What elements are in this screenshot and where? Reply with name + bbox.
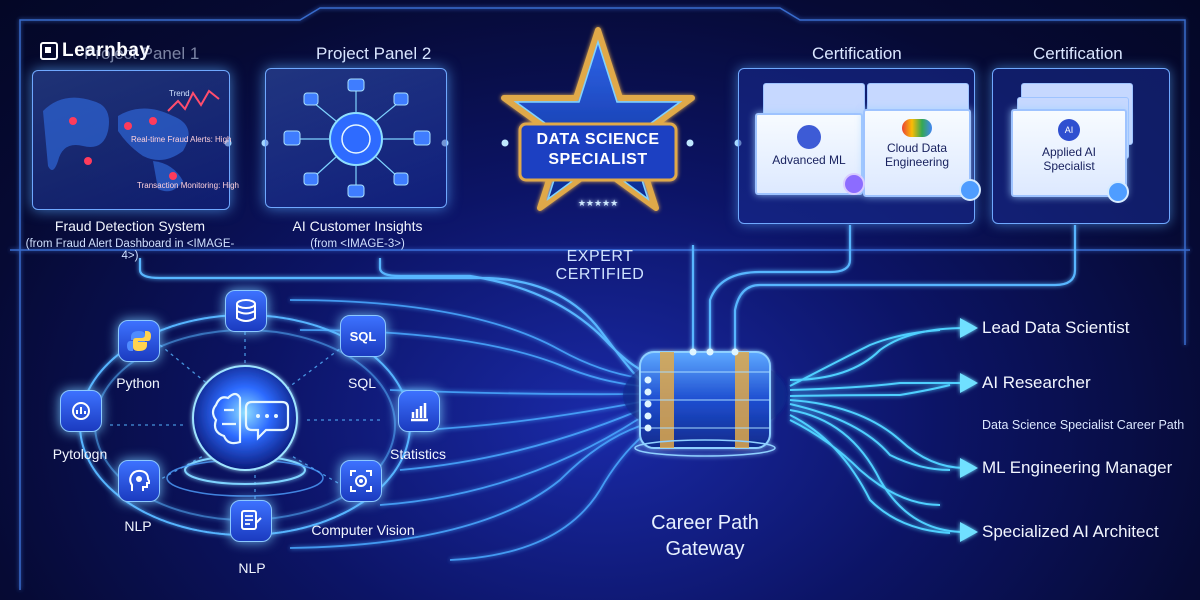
- svg-text:★★★★★: ★★★★★: [578, 199, 618, 209]
- specialist-badge-title: DATA SCIENCE SPECIALIST: [536, 131, 660, 168]
- project-2-caption: AI Customer Insights: [292, 218, 423, 234]
- project-panel-1[interactable]: Trend Real-time Fraud Alerts: High Trans…: [32, 70, 239, 210]
- skill-nlp-bottom-label: NLP: [238, 560, 266, 576]
- brand-logo: Learnbay: [40, 40, 150, 62]
- career-ml-engineering-manager[interactable]: ML Engineering Manager: [982, 458, 1173, 477]
- gear-chart-icon[interactable]: [60, 390, 102, 432]
- transaction-monitoring-label: Transaction Monitoring: High: [137, 181, 239, 190]
- statistics-icon[interactable]: [398, 390, 440, 432]
- ai-network-graphic: [283, 78, 431, 198]
- ribbon-seal-icon: [843, 173, 865, 195]
- trend-label: Trend: [169, 89, 190, 98]
- ribbon-seal-icon: [1107, 181, 1129, 203]
- career-path-label: Data Science Specialist Career Path: [982, 418, 1185, 432]
- project-2-source: (from <IMAGE-3>): [310, 238, 405, 250]
- logo-mark-icon: [40, 42, 58, 60]
- ribbon-seal-icon: [959, 179, 981, 201]
- cloud-icon: [902, 119, 932, 137]
- world-map-chart: [43, 89, 220, 192]
- certification-group-1: Advanced ML Cloud Data Engineering: [738, 68, 981, 224]
- skill-pytologn-label: Pytologn: [52, 446, 108, 462]
- skill-python-label: Python: [116, 375, 160, 391]
- nlp-document-icon[interactable]: [230, 500, 272, 542]
- project-1-caption: Fraud Detection System: [54, 218, 206, 234]
- expert-certified-label: EXPERT CERTIFIED: [555, 248, 645, 283]
- career-specialized-ai-architect[interactable]: Specialized AI Architect: [982, 522, 1159, 541]
- python-icon[interactable]: [118, 320, 160, 362]
- cert-applied-ai-specialist[interactable]: AI Applied AI Specialist: [1011, 109, 1127, 197]
- certification-group-2: AI Applied AI Specialist: [992, 68, 1170, 224]
- neural-network-icon: [797, 125, 821, 149]
- certification-2-title: Certification: [1033, 44, 1123, 63]
- project-panel-1-title: Project Panel 1: [84, 44, 200, 63]
- computer-vision-icon[interactable]: [340, 460, 382, 502]
- sql-icon[interactable]: SQL: [340, 315, 386, 357]
- specialist-star-badge: ★★★★★: [501, 27, 695, 211]
- ai-chip-icon: AI: [1058, 119, 1080, 141]
- career-ai-researcher[interactable]: AI Researcher: [982, 373, 1091, 392]
- skill-nlp-label: NLP: [124, 518, 152, 534]
- ai-core-icon: [166, 365, 324, 497]
- nlp-head-icon[interactable]: [118, 460, 160, 502]
- cert-cloud-data-engineering[interactable]: Cloud Data Engineering: [863, 109, 971, 197]
- skill-sql-label: SQL: [347, 375, 376, 391]
- fraud-alerts-label: Real-time Fraud Alerts: High: [131, 135, 232, 144]
- career-gateway-icon: [623, 348, 787, 457]
- career-path-gateway-label: Career Path Gateway: [651, 512, 759, 560]
- project-panel-2-title: Project Panel 2: [316, 44, 432, 63]
- database-icon[interactable]: [225, 290, 267, 332]
- certification-1-title: Certification: [812, 44, 902, 63]
- career-lead-data-scientist[interactable]: Lead Data Scientist: [982, 318, 1130, 337]
- skill-computer-vision-label: Computer Vision: [311, 522, 415, 538]
- project-panel-2[interactable]: [265, 68, 447, 208]
- project-1-source: (from Fraud Alert Dashboard in <IMAGE-4>…: [25, 238, 235, 262]
- skill-statistics-label: Statistics: [389, 446, 446, 462]
